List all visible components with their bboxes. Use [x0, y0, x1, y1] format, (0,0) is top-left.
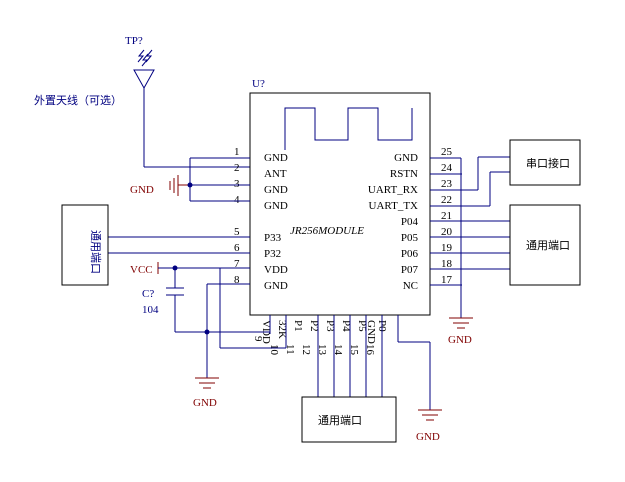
svg-text:ANT: ANT: [264, 168, 287, 180]
bottom-pin-lines: [206, 268, 431, 410]
svg-text:17: 17: [441, 274, 453, 286]
serial-connector-label: 串口接口: [526, 157, 570, 170]
svg-text:GND: GND: [394, 152, 418, 164]
capacitor-ref: C?: [142, 288, 154, 300]
gnd-bottom-right-symbol: GND: [416, 409, 442, 443]
svg-text:19: 19: [441, 242, 453, 254]
right-pin-numbers: 25 24 23 22 21 20 19 18 17: [441, 146, 453, 286]
right-pin-lines: [430, 156, 510, 318]
serial-connector: [509, 139, 581, 186]
capacitor: C? 104: [142, 268, 207, 333]
svg-text:P07: P07: [401, 264, 419, 276]
svg-text:P3: P3: [324, 320, 336, 332]
left-pin-lines: [108, 157, 250, 285]
gnd-left-symbol: GND: [130, 175, 190, 196]
svg-text:4: 4: [234, 194, 240, 206]
svg-text:P05: P05: [401, 232, 419, 244]
gnd-right-symbol: GND: [448, 317, 473, 346]
svg-text:11: 11: [284, 344, 296, 355]
svg-text:GND: GND: [264, 280, 288, 292]
svg-text:UART_RX: UART_RX: [368, 184, 418, 196]
svg-text:13: 13: [316, 344, 328, 356]
svg-text:2: 2: [234, 162, 240, 174]
svg-text:P5: P5: [356, 320, 368, 332]
antenna-symbol: TP?: [125, 35, 250, 168]
svg-text:9: 9: [252, 336, 264, 342]
left-pin-names: GND ANT GND GND P33 P32 VDD GND: [264, 152, 288, 292]
junction: [187, 182, 193, 188]
svg-text:NC: NC: [403, 280, 418, 292]
svg-text:P32: P32: [264, 248, 281, 260]
svg-text:14: 14: [332, 344, 344, 356]
vcc-label: VCC: [130, 264, 153, 276]
svg-text:GND: GND: [264, 184, 288, 196]
bottom-pin-names: VDD 32K P1 P2 P3 P4 P5 GND P0: [260, 320, 388, 344]
svg-text:3: 3: [234, 178, 240, 190]
module-ref: U?: [252, 78, 265, 90]
svg-text:24: 24: [441, 162, 453, 174]
right-pin-names: GND RSTN UART_RX UART_TX P04 P05 P06 P07…: [368, 152, 419, 292]
svg-text:22: 22: [441, 194, 452, 206]
svg-text:RSTN: RSTN: [390, 168, 418, 180]
general-port-bottom: [301, 396, 397, 443]
svg-text:6: 6: [234, 242, 240, 254]
svg-text:P1: P1: [292, 320, 304, 332]
general-port-bottom-label: 通用端口: [318, 414, 362, 427]
svg-text:GND: GND: [365, 320, 377, 344]
gnd-bottom-left-symbol: GND: [193, 332, 219, 409]
svg-text:1: 1: [234, 146, 240, 158]
svg-text:32K: 32K: [276, 320, 288, 339]
svg-text:P33: P33: [264, 232, 282, 244]
module-body: [249, 92, 431, 316]
svg-text:P4: P4: [340, 320, 352, 332]
svg-text:P06: P06: [401, 248, 419, 260]
svg-text:VDD: VDD: [264, 264, 288, 276]
svg-text:10: 10: [268, 344, 280, 356]
general-port-right: [509, 204, 581, 286]
capacitor-value: 104: [142, 304, 159, 316]
svg-text:18: 18: [441, 258, 453, 270]
bottom-pin-numbers: 9 10 11 12 13 14 15 16: [252, 336, 376, 356]
svg-text:15: 15: [348, 344, 360, 356]
general-port-left-label: 通用端口: [89, 230, 102, 274]
vcc-symbol: VCC: [130, 262, 220, 276]
general-port-left: [61, 204, 109, 286]
antenna-note: 外置天线（可选）: [34, 93, 122, 107]
svg-text:20: 20: [441, 226, 453, 238]
svg-text:P04: P04: [401, 216, 419, 228]
svg-text:21: 21: [441, 210, 452, 222]
module-name: JR256MODULE: [290, 225, 364, 237]
gnd-label-right: GND: [448, 334, 472, 346]
svg-text:23: 23: [441, 178, 453, 190]
pcb-antenna-trace: [284, 107, 413, 150]
svg-text:25: 25: [441, 146, 453, 158]
svg-text:16: 16: [364, 344, 376, 356]
svg-text:GND: GND: [264, 152, 288, 164]
svg-text:8: 8: [234, 274, 240, 286]
gnd-label-left: GND: [130, 184, 154, 196]
antenna-ref: TP?: [125, 35, 143, 47]
left-pin-numbers: 1 2 3 4 5 6 7 8: [234, 146, 240, 286]
svg-text:5: 5: [234, 226, 240, 238]
general-port-right-label: 通用端口: [526, 239, 570, 252]
svg-text:UART_TX: UART_TX: [369, 200, 419, 212]
svg-text:P2: P2: [308, 320, 320, 332]
gnd-label-bottom-right: GND: [416, 431, 440, 443]
svg-text:12: 12: [300, 344, 312, 355]
svg-text:GND: GND: [264, 200, 288, 212]
gnd-label-bottom-left: GND: [193, 397, 217, 409]
svg-text:7: 7: [234, 258, 240, 270]
